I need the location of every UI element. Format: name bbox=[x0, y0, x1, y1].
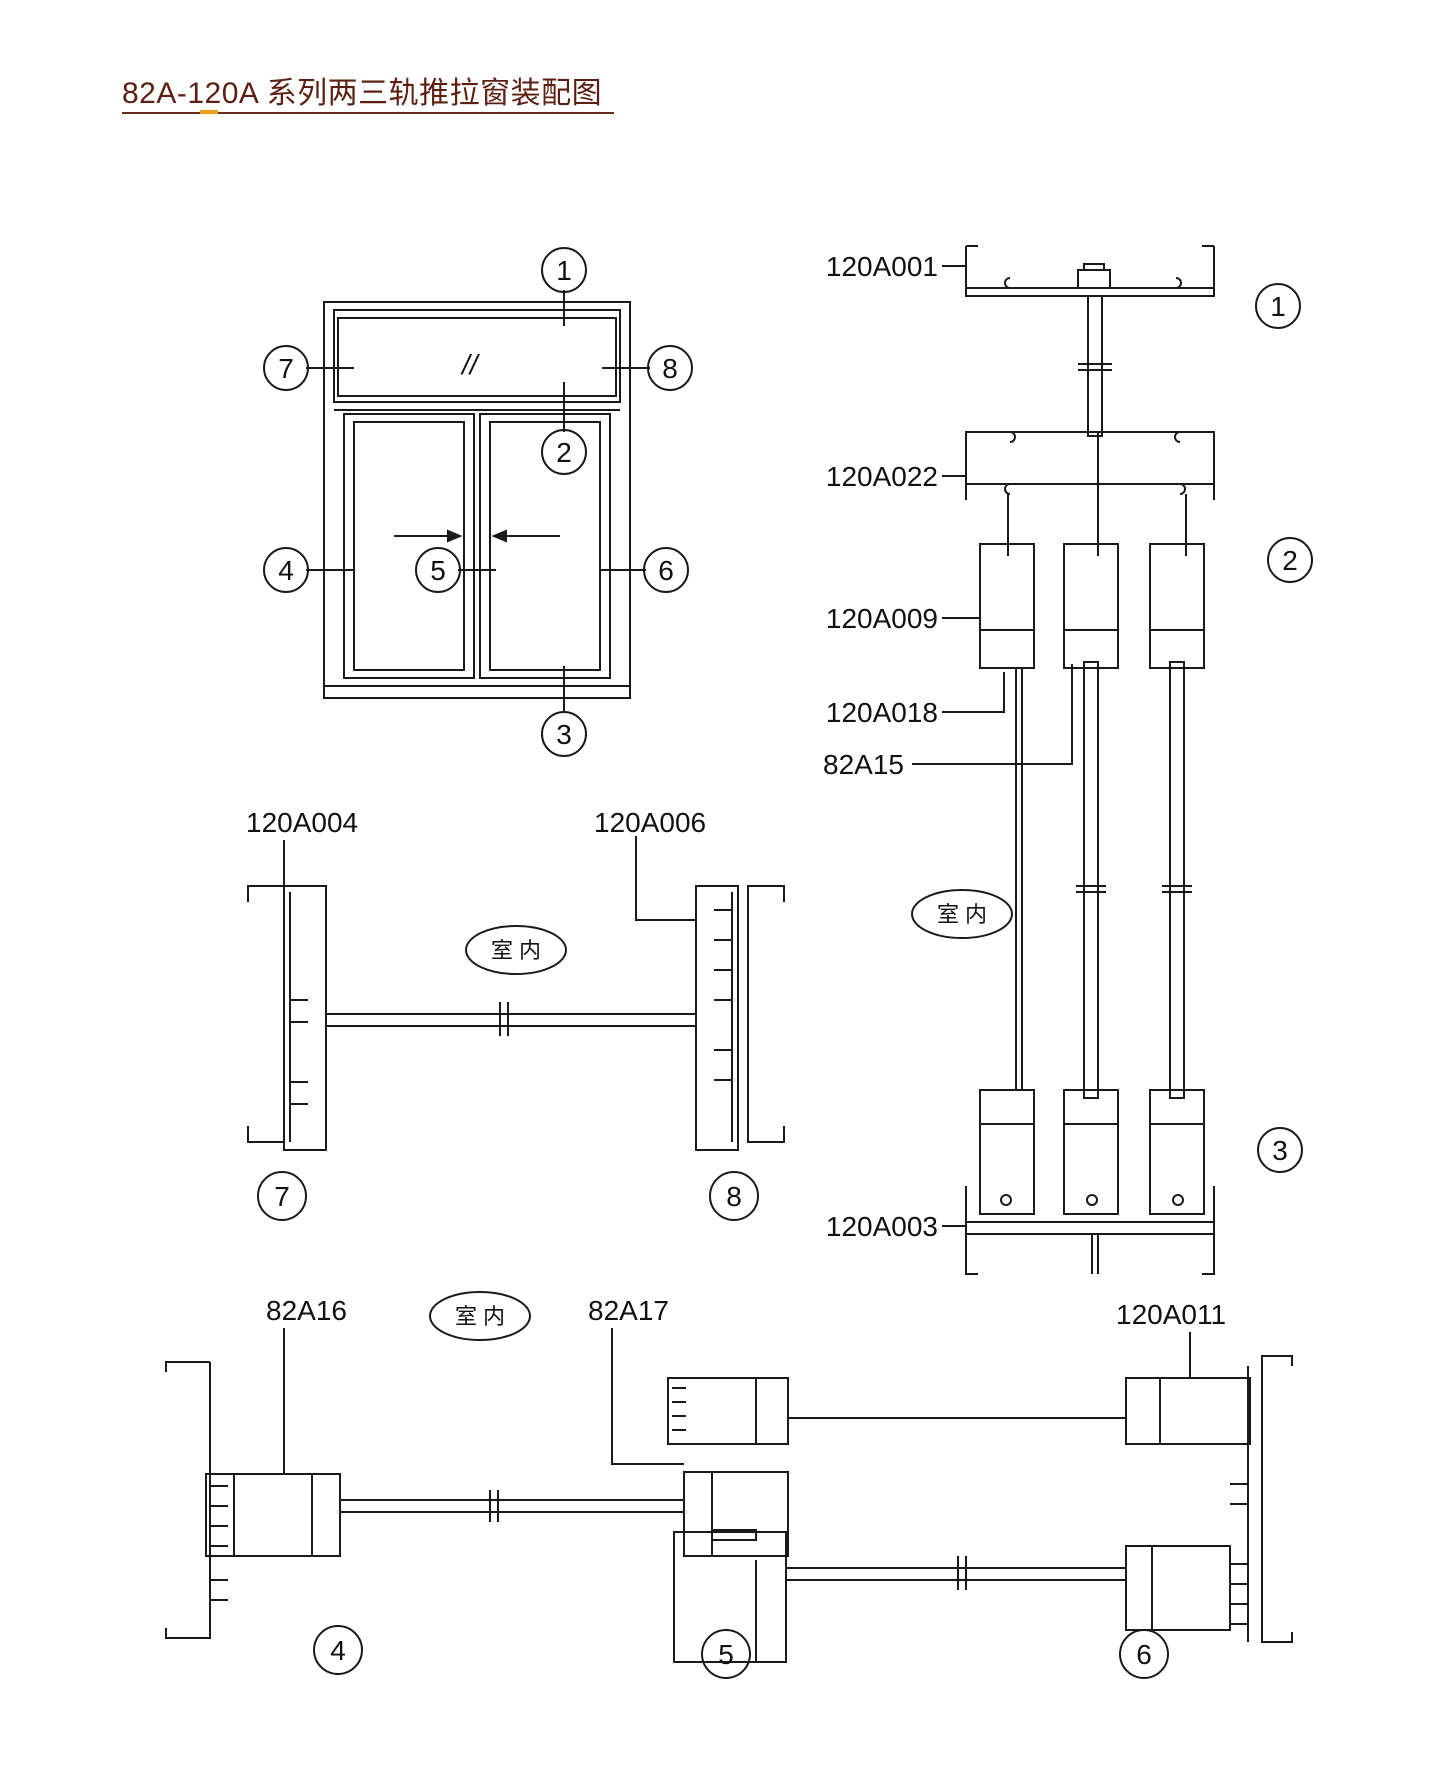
right-sash bbox=[479, 413, 611, 679]
marker-7: 7 bbox=[278, 353, 294, 384]
horizontal-marker-5: 5 bbox=[718, 1639, 734, 1670]
transom-marker-7: 7 bbox=[274, 1181, 290, 1212]
glass-pane-2 bbox=[1083, 661, 1099, 1099]
sash-bottom-3 bbox=[1149, 1089, 1205, 1215]
interlock-profile-82A17 bbox=[683, 1471, 789, 1557]
glass-pane-3 bbox=[1169, 661, 1185, 1099]
transom-glass-section bbox=[1087, 295, 1103, 437]
title-accent-mark bbox=[200, 110, 218, 114]
elevation-markers bbox=[263, 247, 693, 757]
left-sash-glass bbox=[353, 421, 465, 671]
label-82A16: 82A16 bbox=[266, 1295, 347, 1326]
right-sash-glass-section bbox=[785, 1567, 1127, 1581]
section-marker-2: 2 bbox=[1282, 545, 1298, 576]
label-120A011: 120A011 bbox=[1116, 1299, 1226, 1330]
indoor-label-horizontal: 室 内 bbox=[455, 1304, 505, 1329]
left-sash-glass-section bbox=[339, 1499, 685, 1513]
jamb-profile-82A16 bbox=[205, 1473, 341, 1557]
label-120A009: 120A009 bbox=[826, 603, 938, 634]
marker-2: 2 bbox=[556, 437, 572, 468]
section-marker-1: 1 bbox=[1270, 291, 1286, 322]
label-82A17: 82A17 bbox=[588, 1295, 669, 1326]
window-outer-frame bbox=[323, 301, 631, 699]
window-elevation bbox=[306, 290, 650, 712]
transom-jamb-section bbox=[247, 836, 785, 1151]
vertical-section bbox=[912, 245, 1215, 1275]
indoor-bubble-transom bbox=[465, 925, 567, 975]
arrow-head-left bbox=[491, 529, 507, 543]
horizontal-marker-6: 6 bbox=[1136, 1639, 1152, 1670]
marker-4: 4 bbox=[278, 555, 294, 586]
sash-bottom-1 bbox=[979, 1089, 1035, 1215]
top-interlock-right bbox=[1125, 1377, 1251, 1445]
label-120A018: 120A018 bbox=[826, 697, 938, 728]
marker-5: 5 bbox=[430, 555, 446, 586]
transom-glass-horizontal bbox=[325, 1013, 697, 1027]
left-sash bbox=[343, 413, 475, 679]
sash-top-2 bbox=[1063, 543, 1119, 669]
marker-1: 1 bbox=[556, 255, 572, 286]
right-sash-glass bbox=[489, 421, 601, 671]
sash-top-1 bbox=[979, 543, 1035, 669]
transom-glass bbox=[337, 317, 617, 397]
transom-profile-120A022 bbox=[965, 431, 1215, 485]
horizontal-section bbox=[165, 1328, 1293, 1663]
label-120A004: 120A004 bbox=[246, 807, 358, 838]
indoor-bubble-section bbox=[911, 889, 1013, 939]
section-marker-3: 3 bbox=[1272, 1135, 1288, 1166]
right-sash-profile bbox=[1125, 1545, 1231, 1631]
label-120A001: 120A001 bbox=[826, 251, 938, 282]
top-interlock-left bbox=[667, 1377, 789, 1445]
indoor-label-section: 室 内 bbox=[937, 902, 987, 927]
horizontal-marker-4: 4 bbox=[330, 1635, 346, 1666]
glass-mark: // bbox=[460, 349, 481, 380]
transom-marker-8: 8 bbox=[726, 1181, 742, 1212]
sill-profile-120A003 bbox=[965, 1186, 1215, 1235]
label-82A15: 82A15 bbox=[823, 749, 904, 780]
title-underline bbox=[122, 112, 614, 114]
interlock-lower bbox=[673, 1531, 787, 1663]
sash-top-3 bbox=[1149, 543, 1205, 669]
marker-3: 3 bbox=[556, 719, 572, 750]
label-120A003: 120A003 bbox=[826, 1211, 938, 1242]
sash-bottom-2 bbox=[1063, 1089, 1119, 1215]
label-120A006: 120A006 bbox=[594, 807, 706, 838]
arrow-head-right bbox=[447, 529, 463, 543]
page-title: 82A-120A 系列两三轨推拉窗装配图 bbox=[122, 77, 603, 110]
marker-6: 6 bbox=[658, 555, 674, 586]
label-120A022: 120A022 bbox=[826, 461, 938, 492]
indoor-bubble-horizontal bbox=[429, 1291, 531, 1341]
marker-8: 8 bbox=[662, 353, 678, 384]
indoor-label-transom: 室 内 bbox=[491, 938, 541, 963]
